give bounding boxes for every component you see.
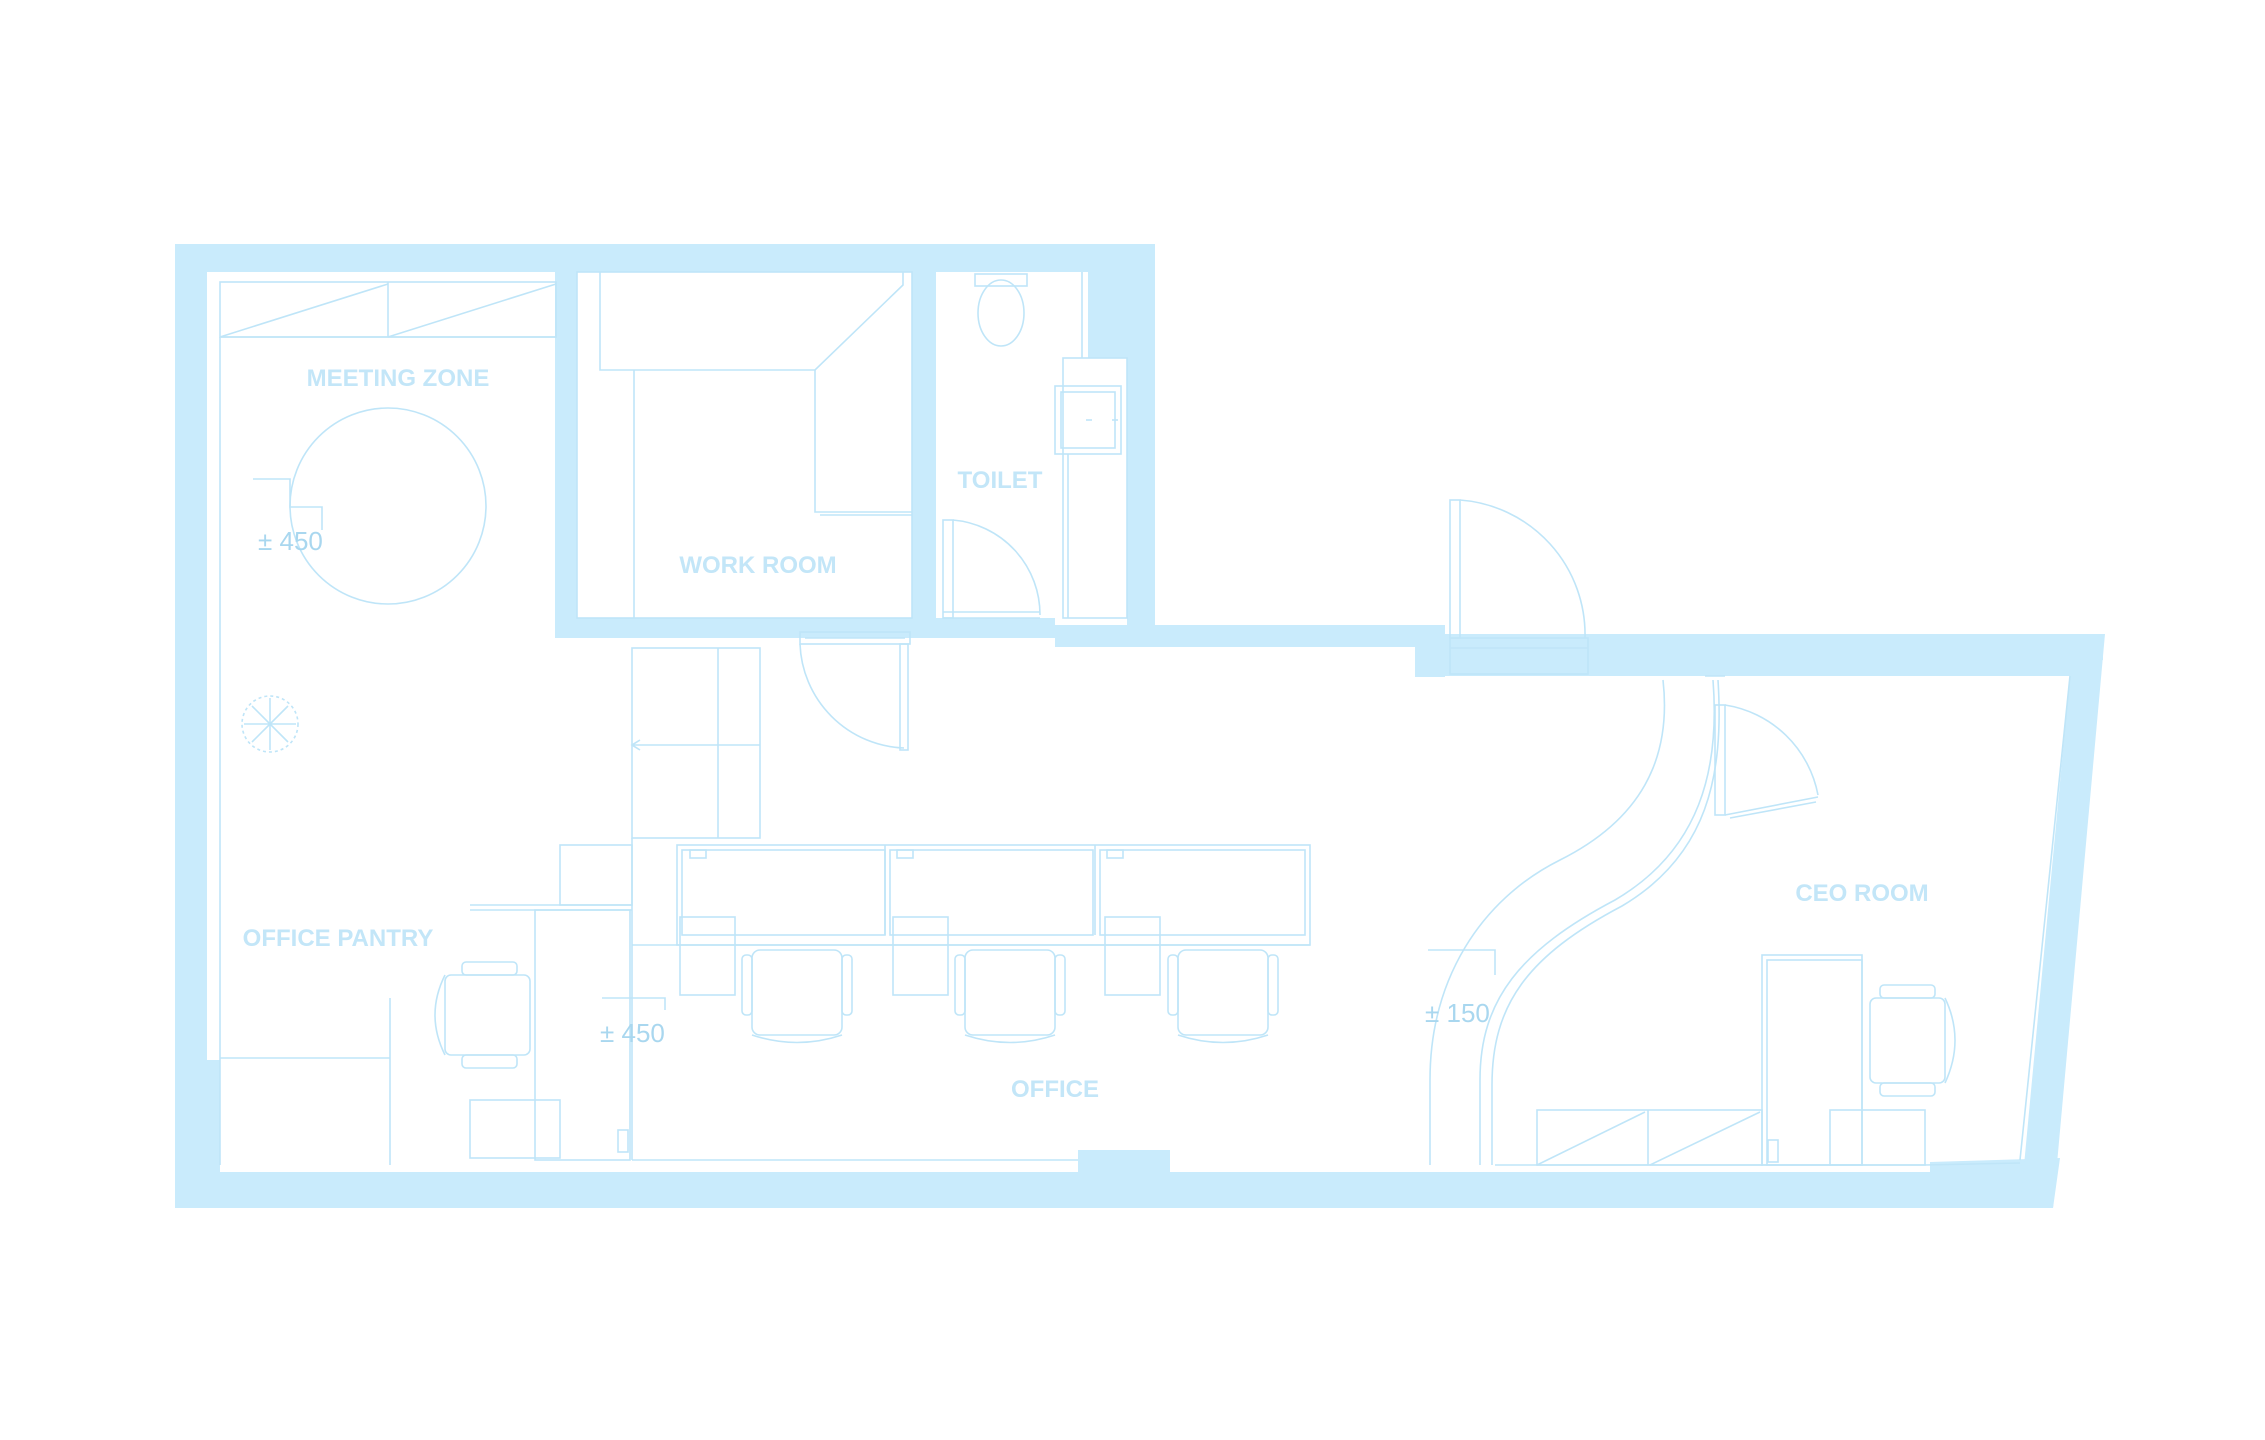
chair-icon bbox=[1167, 949, 1279, 1044]
room-label-meeting-zone: MEETING ZONE bbox=[307, 365, 490, 392]
room-label-work-room: WORK ROOM bbox=[679, 552, 836, 579]
door-swing-icon bbox=[942, 519, 1041, 619]
door-swing-icon bbox=[799, 631, 911, 751]
linework bbox=[219, 271, 2071, 1166]
room-label-office: OFFICE bbox=[1011, 1076, 1099, 1103]
door-swing-icon bbox=[1449, 499, 1589, 675]
round-table bbox=[289, 407, 487, 605]
level-label-ceo: ± 150 bbox=[1425, 998, 1490, 1028]
toilet-icon bbox=[974, 273, 1028, 347]
chair-icon bbox=[954, 949, 1066, 1044]
room-labels: MEETING ZONE WORK ROOM TOILET OFFICE PAN… bbox=[243, 365, 1929, 1103]
level-labels: ± 450 ± 450 ± 150 bbox=[258, 526, 1490, 1048]
door-swing-icon bbox=[1714, 704, 1819, 819]
level-label-office: ± 450 bbox=[600, 1018, 665, 1048]
wall-bands bbox=[175, 244, 2105, 1208]
sink-icon bbox=[1054, 385, 1122, 455]
chair-icon bbox=[1869, 984, 1956, 1097]
level-label-meeting: ± 450 bbox=[258, 526, 323, 556]
room-label-office-pantry: OFFICE PANTRY bbox=[243, 925, 434, 952]
chair-icon bbox=[741, 949, 853, 1044]
plant-icon bbox=[241, 695, 299, 753]
room-label-ceo-room: CEO ROOM bbox=[1795, 880, 1928, 907]
chair-icon bbox=[434, 961, 531, 1069]
room-label-toilet: TOILET bbox=[958, 467, 1043, 494]
